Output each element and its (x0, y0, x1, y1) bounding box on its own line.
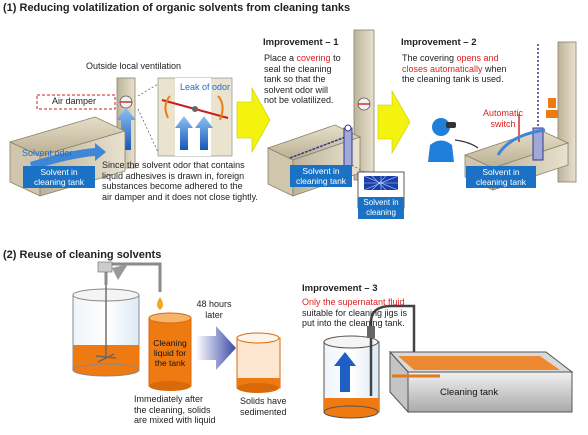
jar-before (148, 312, 192, 391)
hours-label-line-2: later (205, 309, 223, 320)
solvent-odor-label: Solvent odor (22, 148, 73, 158)
explanation-line-3: substances become adhered to the (102, 181, 243, 191)
solvent-tank-label-a-line1: Solvent in (40, 167, 78, 177)
improvement1-text-1c: to (330, 53, 341, 63)
pump-up-arrow (334, 352, 356, 392)
improvement1-line-5: not be volatilized. (264, 95, 334, 105)
improvement1-line-2: seal the cleaning (264, 63, 332, 74)
jar-after (236, 332, 281, 393)
improvement1-line-1: Place a covering to (264, 53, 341, 64)
improvement2-opens-and: opens and (456, 53, 499, 63)
automatic-switch-line-1: Automatic (482, 108, 524, 118)
improvement2-line-3: the cleaning tank is used. (402, 74, 504, 84)
section1-title: (1) Reducing volatilization of organic s… (3, 2, 351, 14)
improvement1-heading: Improvement – 1 (263, 37, 339, 48)
cleaning-tank-label: Cleaning tank (440, 387, 499, 398)
improvement2-text-1a: The covering (402, 53, 457, 63)
panel-c-improvement2 (428, 41, 577, 191)
hours-later-label: 48 hours later (192, 299, 236, 320)
solvent-tank-label-a: Solvent in cleaning tank (23, 166, 95, 188)
cleaning-tank-right (388, 350, 574, 414)
hours-arrow (196, 326, 236, 370)
caption-mid-line-1: Solids have (240, 396, 287, 406)
caption-left-line-3: are mixed with liquid (134, 415, 216, 425)
jar-label-line-1: Cleaning (153, 338, 187, 348)
improvement2-heading: Improvement – 2 (401, 37, 477, 48)
jar-label-line-3: the tank (154, 358, 186, 368)
improvement2-text-2b: when (482, 63, 507, 74)
leak-inset (157, 77, 233, 157)
caption-sedimented: Solids have sedimented (240, 396, 287, 417)
odor-flow-arrow (30, 143, 106, 170)
improvement1-covering: covering (296, 53, 331, 63)
solvent-tank-label-d-line2: cleaning tank (475, 177, 527, 187)
solvent-tank-label-b-line2: cleaning tank (295, 176, 347, 186)
improvement1-line-4: solvent odor will (264, 84, 329, 95)
improvement2-line-1: The covering opens and (402, 53, 507, 64)
leak-of-odor-label: Leak of odor (180, 82, 231, 92)
solvent-tank-label-c-line2: cleaning tank (366, 208, 396, 227)
tank-front (407, 371, 573, 413)
improvement3-heading: Improvement – 3 (302, 283, 378, 294)
air-damper-callout (36, 94, 116, 110)
solvent-tank-label-d-line1: Solvent in (482, 167, 520, 177)
improvement2-line-2: closes automatically when (402, 64, 507, 75)
liquid-drop-icon (157, 297, 163, 310)
explanation-line-1: Since the solvent odor that contains (102, 160, 245, 170)
caption-mid-line-2: sedimented (240, 406, 287, 417)
improvement2-text: The covering opens and closes automatica… (402, 53, 507, 85)
solvent-tank-label-c: Solvent in cleaning tank (358, 197, 404, 227)
automatic-switch-line-2: switch (490, 118, 516, 129)
jar-label-line-2: liquid for (153, 348, 187, 358)
improvement3-line-3: put into the cleaning tank. (302, 318, 405, 328)
improvement-arrow-1 (236, 86, 271, 154)
solvent-tank-label-c-line1: Solvent in (363, 198, 399, 207)
covering-b (343, 127, 353, 167)
section2-title: (2) Reuse of cleaning solvents (3, 249, 162, 261)
panel-a-before (8, 77, 159, 197)
solvent-tank-label-b: Solvent in cleaning tank (290, 165, 352, 187)
jar-label: Cleaning liquid for the tank (148, 338, 192, 368)
explanation-text: Since the solvent odor that contains liq… (102, 160, 258, 202)
improvement3-text: Only the supernatant fluid suitable for … (302, 297, 407, 329)
cleaning-tank-container (72, 261, 162, 377)
worker-body (428, 140, 454, 162)
explanation-line-2: liquid adhesives is drawn in, foreign (102, 170, 245, 181)
air-damper-label: Air damper (52, 96, 97, 106)
hours-label-line-1: 48 hours (196, 299, 232, 309)
outside-ventilation-label: Outside local ventilation (86, 61, 182, 71)
improvement3-line-1: Only the supernatant fluid (302, 297, 405, 307)
caption-left-line-1: Immediately after (134, 394, 204, 404)
improvement1-line-3: tank so that the (264, 74, 326, 84)
supernatant-vessel (323, 304, 416, 419)
improvement1-text-1a: Place a (264, 53, 297, 63)
solvent-tank-label-a-line2: cleaning tank (33, 177, 85, 187)
solvent-tank-label-d: Solvent in cleaning tank (466, 166, 536, 188)
solvent-tank-label-b-line1: Solvent in (302, 166, 340, 176)
improvement2-closes-automatically: closes automatically (402, 63, 483, 74)
caption-left-line-2: the cleaning, solids (134, 404, 211, 415)
automatic-switch-label: Automatic switch (478, 108, 528, 129)
worker-head (432, 118, 450, 136)
auto-covering (532, 127, 544, 161)
caption-immediately: Immediately after the cleaning, solids a… (134, 394, 216, 426)
explanation-line-4: air damper and it does not close tightly… (102, 191, 258, 202)
improvement-arrow-2 (377, 89, 411, 155)
improvement3-line-2: suitable for cleaning jigs is (302, 307, 408, 318)
improvement1-text: Place a covering to seal the cleaning ta… (264, 53, 341, 106)
